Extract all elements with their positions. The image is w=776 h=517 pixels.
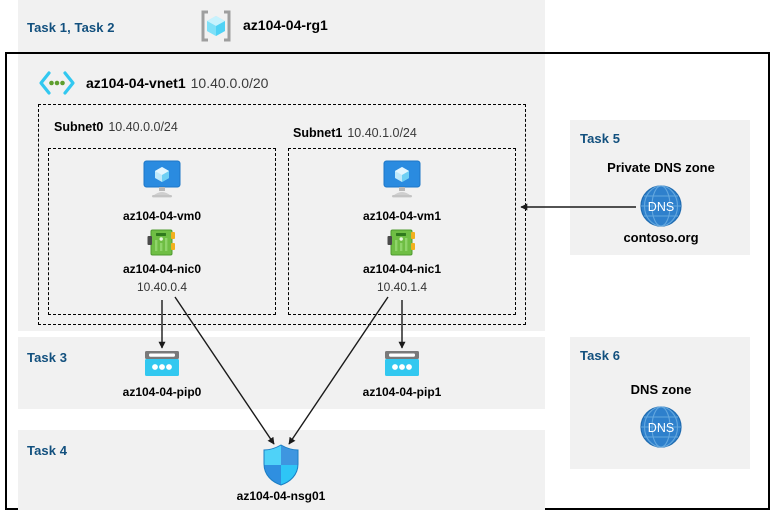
vnet-panel bbox=[18, 54, 545, 331]
vnet-name: az104-04-vnet1 bbox=[86, 75, 186, 91]
public-ip-icon bbox=[144, 350, 180, 378]
subnet1-name: Subnet1 bbox=[293, 126, 343, 140]
pip1-label: az104-04-pip1 bbox=[362, 385, 442, 399]
resource-group-name-text: az104-04-rg1 bbox=[243, 17, 328, 33]
task-label-1-2: Task 1, Task 2 bbox=[27, 20, 115, 35]
resource-group-name: az104-04-rg1 bbox=[243, 17, 328, 33]
task-label-5: Task 5 bbox=[580, 131, 621, 146]
private-dns-title: Private DNS zone bbox=[607, 160, 715, 175]
vm1-label: az104-04-vm1 bbox=[362, 209, 442, 223]
public-ip-icon bbox=[384, 350, 420, 378]
public-dns-title: DNS zone bbox=[630, 382, 692, 397]
nic1-ip: 10.40.1.4 bbox=[376, 280, 428, 294]
subnet1-prefix: 10.40.1.0/24 bbox=[347, 126, 417, 140]
subnet1-header: Subnet1 10.40.1.0/24 bbox=[293, 126, 417, 140]
subnets-container bbox=[38, 104, 526, 325]
resource-group-icon bbox=[199, 9, 233, 43]
resource-group-panel bbox=[18, 0, 545, 52]
task-label-4: Task 4 bbox=[27, 443, 68, 458]
task-label-3: Task 3 bbox=[27, 350, 68, 365]
task-label-6: Task 6 bbox=[580, 348, 621, 363]
virtual-machine-icon bbox=[380, 160, 424, 198]
network-interface-icon bbox=[387, 229, 417, 257]
svg-text:DNS: DNS bbox=[648, 200, 674, 214]
nsg-label: az104-04-nsg01 bbox=[236, 489, 326, 503]
network-interface-icon bbox=[147, 229, 177, 257]
private-dns-name: contoso.org bbox=[623, 230, 699, 245]
virtual-machine-icon bbox=[140, 160, 184, 198]
subnet0-name: Subnet0 bbox=[54, 120, 104, 134]
virtual-network-icon bbox=[38, 70, 76, 96]
nic0-label: az104-04-nic0 bbox=[122, 262, 202, 276]
dns-zone-icon: DNS bbox=[640, 406, 682, 448]
pip0-label: az104-04-pip0 bbox=[122, 385, 202, 399]
network-security-group-icon bbox=[262, 444, 300, 486]
subnet0-header: Subnet0 10.40.0.0/24 bbox=[54, 120, 178, 134]
svg-text:DNS: DNS bbox=[648, 421, 674, 435]
public-ip-panel bbox=[18, 337, 545, 409]
nic0-ip: 10.40.0.4 bbox=[136, 280, 188, 294]
dns-zone-icon: DNS bbox=[640, 185, 682, 227]
subnet0-prefix: 10.40.0.0/24 bbox=[108, 120, 178, 134]
vm0-label: az104-04-vm0 bbox=[122, 209, 202, 223]
nic1-label: az104-04-nic1 bbox=[362, 262, 442, 276]
vnet-address-space: 10.40.0.0/20 bbox=[190, 75, 269, 91]
